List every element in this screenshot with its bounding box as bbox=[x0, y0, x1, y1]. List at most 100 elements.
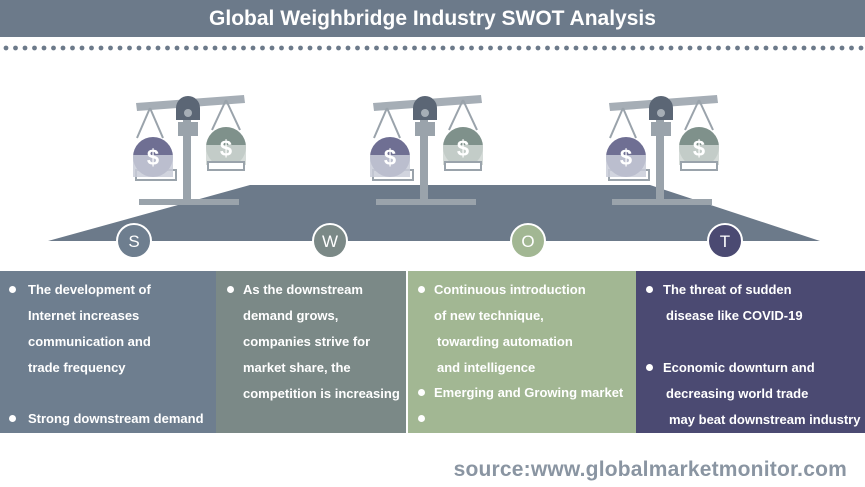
divider-dot bbox=[678, 45, 683, 51]
divider-dot bbox=[212, 45, 218, 51]
divider-dot bbox=[469, 45, 474, 51]
letter-t: T bbox=[720, 232, 730, 251]
bullet-icon bbox=[646, 364, 653, 371]
divider-dot bbox=[317, 45, 322, 51]
divider-dot bbox=[136, 45, 142, 51]
divider-dot bbox=[279, 45, 284, 51]
divider-dot bbox=[241, 45, 246, 51]
divider-dot bbox=[345, 45, 351, 51]
weakness-text: competition is increasing bbox=[243, 386, 400, 401]
opportunity-text: Continuous introduction bbox=[434, 282, 586, 297]
divider-dot bbox=[383, 45, 389, 51]
strength-text: Strong downstream demand bbox=[28, 411, 204, 426]
divider-dot bbox=[763, 45, 769, 51]
divider-dot bbox=[79, 45, 85, 51]
platform-shape bbox=[48, 185, 820, 241]
dollar-icon: $ bbox=[147, 145, 159, 170]
divider-dot bbox=[782, 45, 788, 51]
divider-dot bbox=[440, 45, 446, 51]
divider-dot bbox=[744, 45, 750, 51]
opportunity-text: of new technique, bbox=[434, 308, 544, 323]
divider-dot bbox=[507, 45, 512, 51]
swot-columns: The development of Internet increases co… bbox=[0, 271, 865, 433]
bullet-icon bbox=[646, 286, 653, 293]
divider-dot bbox=[402, 45, 408, 51]
bullet-icon bbox=[227, 286, 234, 293]
divider-dot bbox=[260, 45, 265, 51]
divider-dot bbox=[222, 45, 227, 51]
divider-dot bbox=[174, 45, 180, 51]
opportunity-text: Emerging and Growing market bbox=[434, 385, 624, 400]
divider-dot bbox=[659, 45, 664, 51]
divider-dot bbox=[326, 45, 332, 51]
bullet-icon bbox=[418, 389, 425, 396]
threat-text: decreasing world trade bbox=[666, 386, 809, 401]
divider-dot bbox=[545, 45, 550, 51]
source-credit: source:www.globalmarketmonitor.com bbox=[453, 458, 847, 481]
divider-dot bbox=[421, 45, 427, 51]
divider-dot bbox=[108, 45, 113, 51]
divider-dot bbox=[127, 45, 132, 51]
swot-illustration: $ $ S W O T bbox=[48, 94, 820, 259]
divider-dot bbox=[735, 45, 740, 51]
threat-text: may beat downstream industry bbox=[669, 412, 861, 427]
dollar-icon: $ bbox=[220, 136, 232, 161]
letter-circle-o: O bbox=[510, 223, 546, 259]
divider-dot bbox=[298, 45, 303, 51]
threat-text: disease like COVID-19 bbox=[666, 308, 803, 323]
divider-dot bbox=[288, 45, 294, 51]
divider-dot bbox=[488, 45, 493, 51]
divider-dot bbox=[155, 45, 161, 51]
letter-circle-w: W bbox=[312, 223, 348, 259]
divider-dot bbox=[459, 45, 465, 51]
bullet-icon bbox=[418, 415, 425, 422]
opportunity-text: and intelligence bbox=[437, 360, 536, 375]
weakness-text: As the downstream bbox=[243, 282, 363, 297]
divider-dot bbox=[649, 45, 655, 51]
divider-dot bbox=[374, 45, 379, 51]
divider-dot bbox=[811, 45, 816, 51]
divider-dot bbox=[431, 45, 436, 51]
divider-dot bbox=[336, 45, 341, 51]
divider-dot bbox=[412, 45, 417, 51]
scale-icon: $ $ bbox=[133, 95, 246, 205]
divider-dot bbox=[60, 45, 66, 51]
weakness-text: demand grows, bbox=[243, 308, 339, 323]
divider-dot bbox=[592, 45, 598, 51]
divider-dot bbox=[849, 45, 854, 51]
divider-dot bbox=[526, 45, 531, 51]
divider-dot bbox=[754, 45, 759, 51]
divider-dot bbox=[801, 45, 807, 51]
divider-dot bbox=[98, 45, 104, 51]
divider-dot bbox=[611, 45, 617, 51]
bullet-icon bbox=[9, 286, 16, 293]
divider-dot bbox=[3, 45, 9, 51]
letter-s: S bbox=[128, 232, 139, 251]
divider-dot bbox=[830, 45, 835, 51]
divider-dot bbox=[41, 45, 47, 51]
divider-dot bbox=[668, 45, 674, 51]
divider-dot bbox=[478, 45, 484, 51]
divider-dot bbox=[697, 45, 702, 51]
page-title: Global Weighbridge Industry SWOT Analysi… bbox=[0, 0, 865, 37]
threat-text: Economic downturn and bbox=[663, 360, 815, 375]
strength-text: The development of bbox=[28, 282, 151, 297]
divider-dot bbox=[716, 45, 721, 51]
strength-text: trade frequency bbox=[28, 360, 126, 375]
letter-circle-s: S bbox=[116, 223, 152, 259]
divider-dot bbox=[687, 45, 693, 51]
divider-dot bbox=[820, 45, 826, 51]
divider-dot bbox=[22, 45, 28, 51]
dotted-divider bbox=[3, 45, 864, 51]
divider-dot bbox=[393, 45, 398, 51]
divider-dot bbox=[193, 45, 199, 51]
divider-dot bbox=[516, 45, 522, 51]
divider-dot bbox=[725, 45, 731, 51]
divider-dot bbox=[621, 45, 626, 51]
divider-dot bbox=[307, 45, 313, 51]
divider-dot bbox=[450, 45, 455, 51]
divider-dot bbox=[773, 45, 778, 51]
divider-dot bbox=[355, 45, 360, 51]
strength-text: communication and bbox=[28, 334, 151, 349]
threats-column: The threat of sudden disease like COVID-… bbox=[636, 271, 865, 433]
